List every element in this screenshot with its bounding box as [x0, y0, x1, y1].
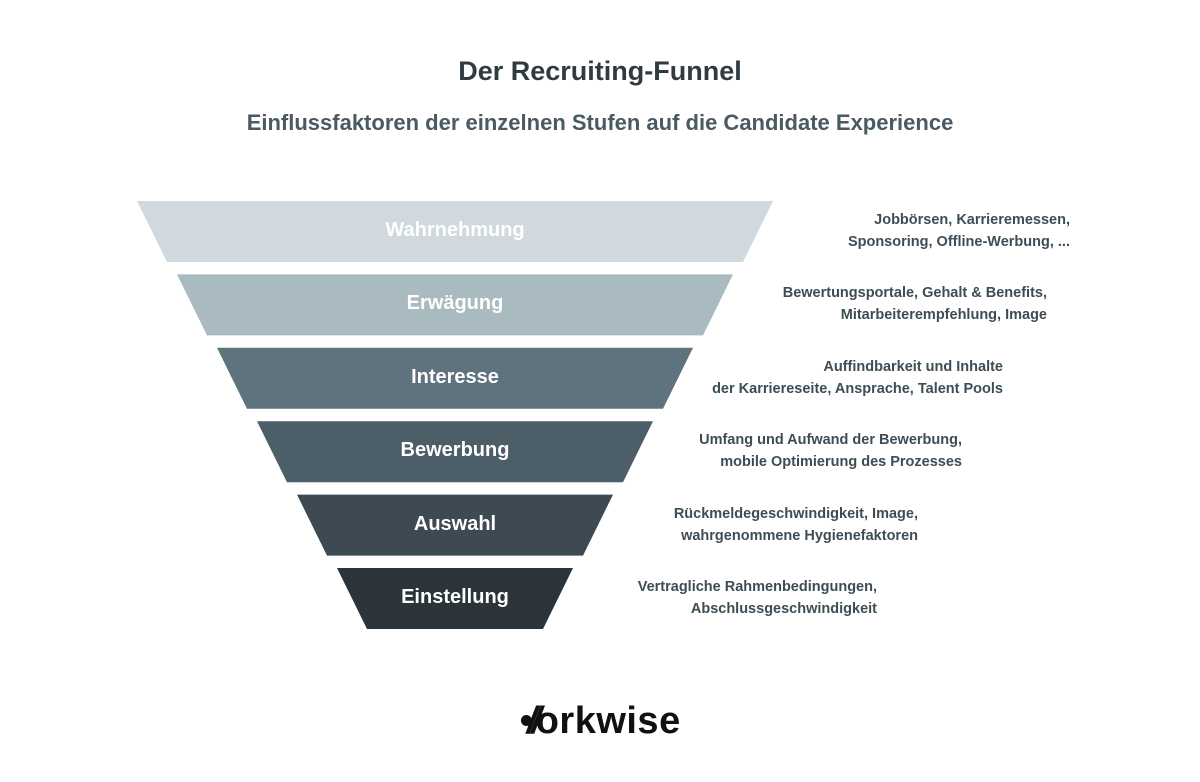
stage-factors: Umfang und Aufwand der Bewerbung, mobile … — [602, 429, 962, 473]
stage-factors: Vertragliche Rahmenbedingungen, Abschluss… — [517, 576, 877, 620]
workwise-logo: •//orkwise — [519, 700, 681, 742]
factor-line: mobile Optimierung des Prozesses — [720, 454, 962, 471]
page-subtitle: Einflussfaktoren der einzelnen Stufen au… — [246, 110, 954, 135]
funnel-stage-1 — [177, 274, 733, 336]
funnel-stage-3 — [257, 421, 653, 483]
stage-label: Bewerbung — [400, 439, 510, 462]
funnel-stage-4 — [297, 494, 613, 556]
factor-line: Jobbörsen, Karrieremessen, — [874, 212, 1070, 228]
funnel-stage-2 — [217, 347, 693, 409]
stage-label: Wahrnehmung — [385, 219, 525, 241]
factor-line: Sponsoring, Offline-Werbung, ... — [847, 234, 1070, 250]
stage-factors: Bewertungsportale, Gehalt & Benefits, Mit… — [687, 282, 1047, 326]
factor-line: Bewertungsportale, Gehalt & Benefits, — [782, 285, 1047, 302]
funnel-stage-0 — [137, 201, 773, 262]
factor-line: Umfang und Aufwand der Bewerbung, — [699, 432, 962, 449]
stage-factors: Rückmeldegeschwindigkeit, Image, wahrgeno… — [558, 503, 918, 547]
factor-line: wahrgenommene Hygienefaktoren — [681, 527, 918, 544]
stage-label: Auswahl — [413, 512, 497, 535]
logo-text: orkwise — [535, 700, 681, 742]
factor-line: Auffindbarkeit und Inhalte — [823, 358, 1003, 375]
factor-line: Mitarbeiterempfehlung, Image — [840, 307, 1047, 324]
factor-line: Abschlussgeschwindigkeit — [690, 601, 877, 617]
page-title: Der Recruiting-Funnel — [458, 56, 742, 86]
factor-line: Vertragliche Rahmenbedingungen, — [637, 579, 877, 595]
stage-label: Einstellung — [401, 586, 509, 608]
stage-label: Interesse — [411, 365, 499, 388]
funnel-stage-5 — [337, 568, 573, 629]
stage-factors: Auffindbarkeit und Inhalte der Karrierese… — [643, 356, 1003, 400]
stage-factors: Jobbörsen, Karrieremessen, Sponsoring, Of… — [710, 209, 1070, 253]
stage-label: Erwägung — [406, 292, 504, 315]
factor-line: Rückmeldegeschwindigkeit, Image, — [673, 505, 918, 522]
factor-line: der Karriereseite, Ansprache, Talent Poo… — [712, 380, 1003, 397]
